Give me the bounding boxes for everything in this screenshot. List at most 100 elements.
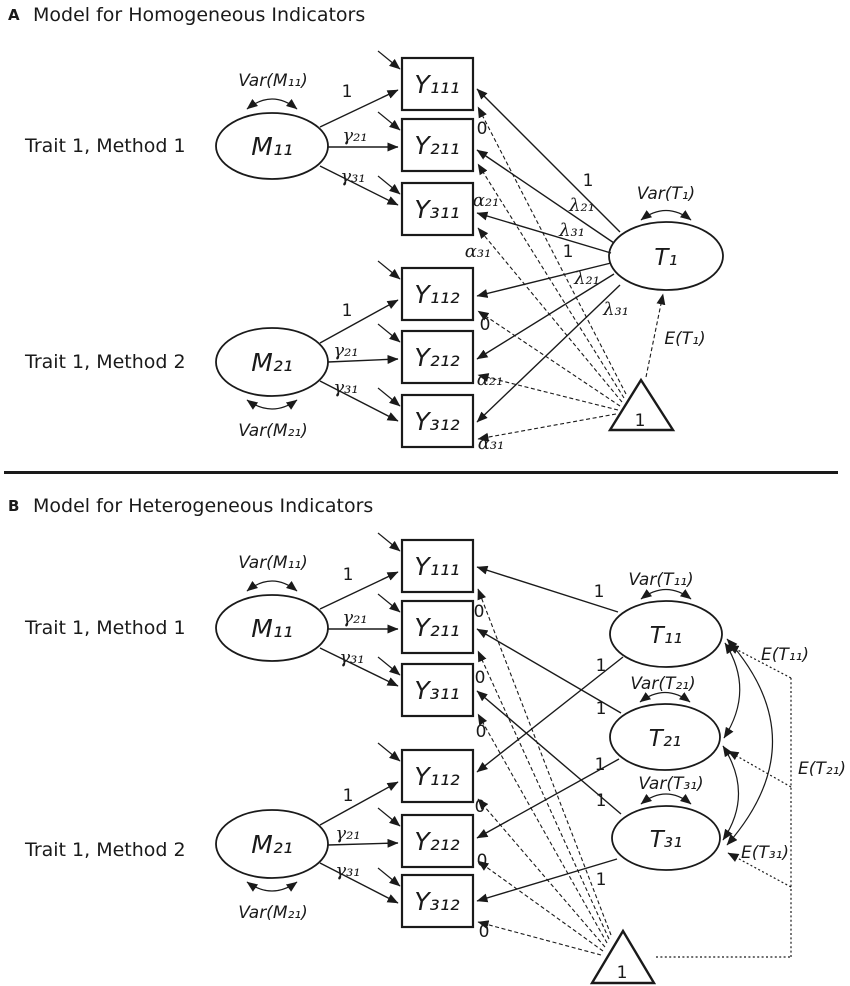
y-box-label: Y₂₁₂ — [414, 343, 459, 372]
y-box-label: Y₂₁₁ — [414, 131, 459, 160]
y-box — [400, 56, 475, 112]
path-t11-y111-b — [476, 565, 619, 613]
intercept-path-y312-b — [477, 920, 602, 956]
latent-m11-b-label: M₁₁ — [251, 614, 293, 643]
constant-triangle-a — [607, 377, 676, 432]
path-const-t1-a — [645, 293, 666, 378]
loading-label: γ₃₁ — [340, 166, 365, 187]
loading-label: γ₂₁ — [342, 607, 367, 628]
y-box — [400, 181, 475, 237]
variance-arc-t21-b — [639, 691, 691, 703]
path-m21-y312-b — [319, 862, 399, 904]
latent-t21-b-label: T₂₁ — [649, 726, 682, 752]
mean-t21-label: E(T₂₁) — [798, 759, 846, 779]
intercept-label: 0 — [480, 315, 491, 335]
y-box — [400, 599, 475, 655]
intercept-label: 0 — [474, 602, 485, 622]
y-box — [400, 329, 475, 385]
variance-arc-m21-a — [246, 399, 298, 410]
latent-m21-b-label: M₂₁ — [251, 830, 293, 859]
residual-arrow — [377, 111, 401, 131]
intercept-path-y112-a — [477, 310, 621, 407]
y-box-label: Y₁₁₂ — [414, 280, 459, 309]
variance-arc-m11-a — [246, 98, 298, 110]
panel-b-title: Model for Heterogeneous Indicators — [33, 495, 373, 517]
residual-arrow — [377, 323, 401, 343]
intercept-path-y111-a — [477, 106, 627, 395]
var-m21-a-label: Var(M₂₁) — [238, 421, 308, 441]
panel-a-title: Model for Homogeneous Indicators — [33, 4, 365, 26]
panel-divider — [4, 471, 838, 474]
intercept-path-y212-b — [477, 860, 604, 952]
panel-b-letter: B — [8, 497, 19, 515]
loading-label: λ₃₁ — [558, 220, 585, 241]
var-t21-b-label: Var(T₂₁) — [630, 674, 695, 694]
constant-triangle-a-label: 1 — [635, 411, 646, 431]
variance-arc-t1-a — [640, 209, 692, 221]
path-const-t31-b — [727, 852, 792, 888]
residual-arrow — [377, 50, 401, 70]
y-boxes-b: Y₁₁₁ Y₂₁₁ Y₃₁₁ Y₁₁₂ Y₂₁₂ Y₃₁₂ — [400, 538, 475, 929]
loading-label: 1 — [563, 242, 574, 262]
residual-arrows-b — [377, 532, 401, 887]
y-box-label: Y₃₁₁ — [414, 676, 459, 705]
residual-arrow — [377, 807, 401, 827]
path-m21-y112-a — [319, 299, 399, 344]
intercept-label: 0 — [476, 722, 487, 742]
latent-m21-b — [215, 809, 329, 879]
path-m11-y311-a — [319, 165, 399, 206]
panel-a: A Model for Homogeneous Indicators Trait… — [8, 4, 724, 454]
loading-label: 1 — [596, 791, 607, 811]
correlation-arc-t21-t31 — [722, 745, 739, 841]
intercept-label: 0 — [479, 922, 490, 942]
residual-arrow — [377, 260, 401, 280]
variance-arc-m21-b — [246, 881, 298, 892]
panel-b: B Model for Heterogeneous Indicators Tra… — [8, 495, 846, 985]
y-box — [400, 393, 475, 449]
var-m11-b-label: Var(M₁₁) — [238, 553, 308, 573]
intercept-path-y212-a — [477, 373, 619, 411]
latent-m11-a — [215, 112, 329, 180]
path-t21-y211-b — [476, 628, 622, 714]
intercept-label: α₂₁ — [473, 190, 500, 211]
loading-label: 1 — [343, 565, 354, 585]
loading-label: γ₂₁ — [342, 125, 367, 146]
constant-triangle-b — [589, 928, 657, 985]
trait1-method1-label-a: Trait 1, Method 1 — [24, 135, 186, 157]
intercept-label: α₂₁ — [477, 369, 504, 390]
trait1-method2-label-b: Trait 1, Method 2 — [24, 839, 186, 861]
y-box-label: Y₁₁₂ — [414, 762, 459, 791]
intercept-path-y112-b — [477, 798, 606, 948]
loading-label: γ₃₁ — [333, 377, 358, 398]
loading-label: 1 — [596, 699, 607, 719]
loading-label: γ₂₁ — [333, 340, 358, 361]
residual-arrow — [377, 532, 401, 552]
mean-t11-label: E(T₁₁) — [761, 645, 809, 665]
latent-t11-b-label: T₁₁ — [650, 623, 683, 649]
path-m11-y111-b — [319, 571, 399, 610]
variance-arc-t11-b — [640, 588, 692, 600]
loading-label: 1 — [343, 786, 354, 806]
loading-label: λ₂₁ — [568, 195, 595, 216]
path-m21-y312-a — [319, 380, 399, 422]
path-t31-y311-b — [476, 690, 622, 815]
y-box — [400, 538, 475, 594]
loading-label: 1 — [596, 870, 607, 890]
path-t1-y211-a — [476, 149, 615, 244]
intercept-path-y312-a — [477, 413, 617, 442]
mean-t31-label: E(T₃₁) — [741, 843, 789, 863]
y-box — [400, 117, 475, 173]
y-box-label: Y₁₁₁ — [414, 70, 459, 99]
y-boxes-a: Y₁₁₁ Y₂₁₁ Y₃₁₁ Y₁₁₂ Y₂₁₂ Y₃₁₂ — [400, 56, 475, 449]
path-t1-y312-a — [476, 284, 621, 423]
path-m21-y212-b — [327, 838, 399, 848]
residual-arrow — [377, 656, 401, 676]
y-box-label: Y₃₁₁ — [414, 195, 459, 224]
path-t1-y311-a — [476, 211, 612, 254]
variance-arc-m11-b — [246, 580, 298, 592]
loading-label: γ₃₁ — [339, 647, 364, 668]
constant-triangle-b-label: 1 — [617, 963, 628, 983]
panel-a-letter: A — [8, 6, 20, 24]
latent-t21-b — [609, 703, 721, 771]
